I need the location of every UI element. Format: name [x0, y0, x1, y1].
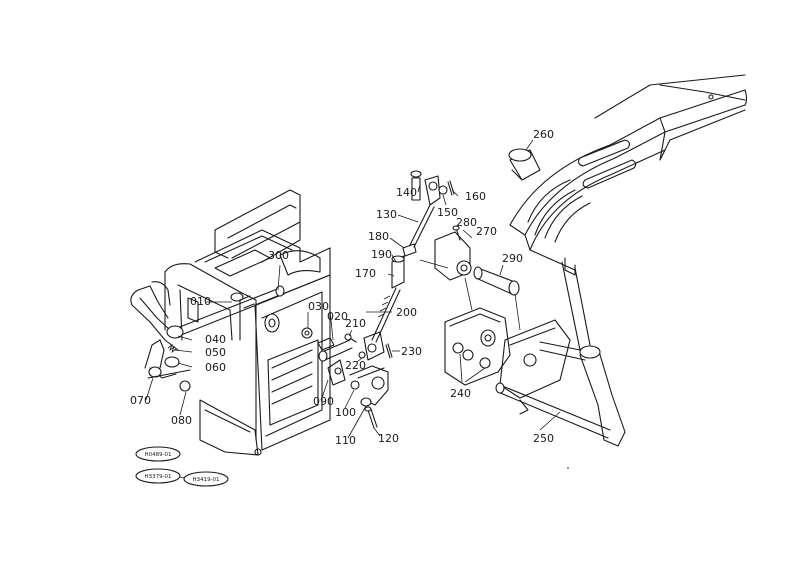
fender-cover	[508, 74, 748, 351]
part-label-300: 300	[268, 249, 289, 262]
link-rod-assembly	[344, 170, 455, 361]
part-label-140: 140	[396, 186, 417, 199]
part-label-040: 040	[205, 333, 226, 346]
part-label-290: 290	[502, 252, 523, 265]
part-label-070: 070	[130, 394, 151, 407]
part-label-220: 220	[345, 359, 366, 372]
part-label-050: 050	[205, 346, 226, 359]
part-label-250: 250	[533, 432, 554, 445]
serial-oval-3	[183, 471, 229, 487]
part-label-240: 240	[450, 387, 471, 400]
part-label-130: 130	[376, 208, 397, 221]
part-label-230: 230	[401, 345, 422, 358]
part-label-100: 100	[335, 406, 356, 419]
serial-oval-1	[135, 446, 181, 462]
part-label-110: 110	[335, 434, 356, 447]
part-label-260: 260	[533, 128, 554, 141]
serial-range-tags: H0489-01 H3379-01 H3419-01	[135, 446, 229, 487]
part-label-200: 200	[396, 306, 417, 319]
stray-mark	[567, 467, 569, 469]
part-label-210: 210	[345, 317, 366, 330]
part-label-010: 010	[190, 295, 211, 308]
serial-range-2: H3379-01	[144, 474, 171, 480]
part-label-170: 170	[355, 267, 376, 280]
part-label-020: 020	[327, 310, 348, 323]
part-label-160: 160	[465, 190, 486, 203]
serial-range-1: H0489-01	[144, 452, 171, 458]
part-label-150: 150	[437, 206, 458, 219]
serial-oval-2	[135, 468, 181, 484]
part-label-270: 270	[476, 225, 497, 238]
part-label-090: 090	[313, 395, 334, 408]
part-label-120: 120	[378, 432, 399, 445]
shift-fork-assembly	[130, 281, 285, 392]
part-label-180: 180	[368, 230, 389, 243]
part-label-080: 080	[171, 414, 192, 427]
lever-bracket-assembly	[419, 225, 626, 447]
part-label-030: 030	[308, 300, 329, 313]
part-label-060: 060	[205, 361, 226, 374]
part-label-280: 280	[456, 216, 477, 229]
leader-lines	[145, 139, 561, 439]
serial-range-3: H3419-01	[192, 477, 219, 483]
part-label-190: 190	[371, 248, 392, 261]
selector-parts	[301, 327, 389, 429]
part-number-labels: 010 020 030 040 050 060 070 080 090 100 …	[130, 128, 554, 447]
